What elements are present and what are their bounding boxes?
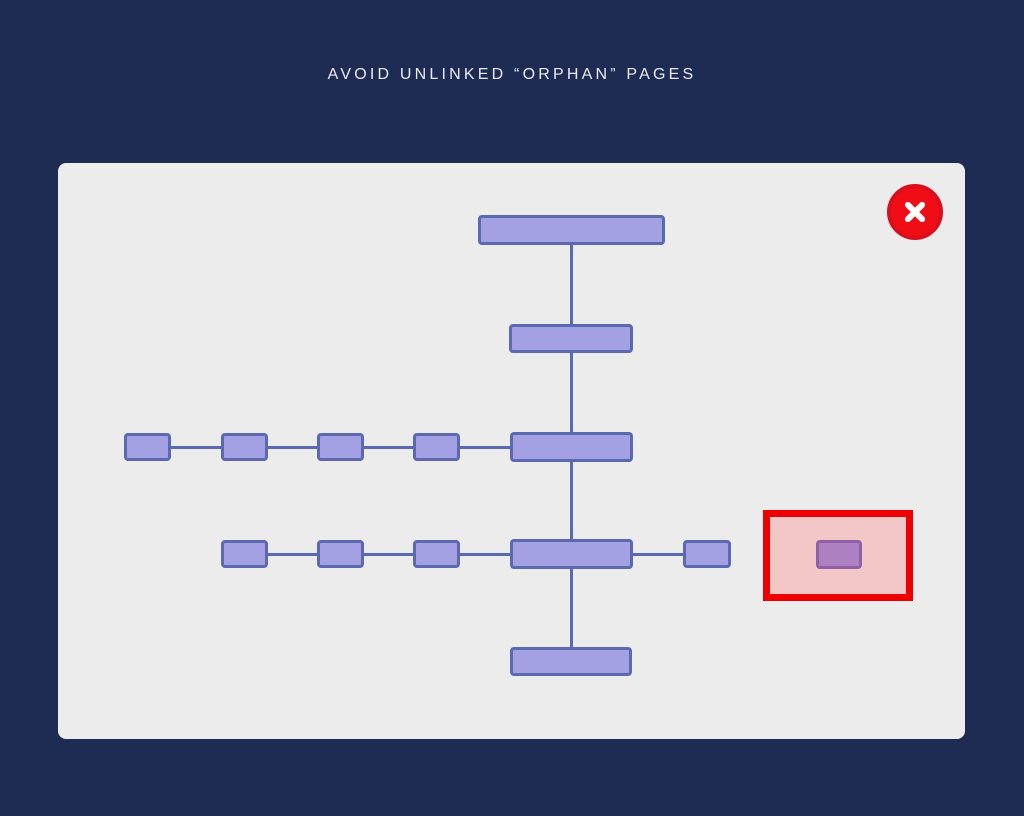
sitemap-node-row4-leaf-2 [317, 540, 364, 568]
close-icon [891, 188, 939, 236]
sitemap-diagram [58, 163, 965, 739]
connector-line [571, 552, 707, 556]
sitemap-node-level2 [509, 324, 633, 353]
sitemap-node-row3-leaf-4 [413, 433, 460, 461]
sitemap-node-row3-leaf-3 [317, 433, 364, 461]
sitemap-node-row4-leaf-right [683, 540, 731, 568]
sitemap-node-row3-leaf-2 [221, 433, 268, 461]
close-button[interactable] [887, 184, 943, 240]
page-title: AVOID UNLINKED “ORPHAN” PAGES [327, 66, 697, 83]
sitemap-node-home [478, 215, 665, 245]
connector-line [244, 552, 571, 556]
orphan-highlight-box [763, 510, 913, 601]
sitemap-node-row4-hub [510, 539, 633, 569]
sitemap-panel [58, 163, 965, 739]
sitemap-node-row4-leaf-3 [413, 540, 460, 568]
sitemap-node-row3-leaf-1 [124, 433, 171, 461]
sitemap-node-row4-leaf-1 [221, 540, 268, 568]
sitemap-node-row3-hub [510, 432, 633, 462]
sitemap-node-bottom [510, 647, 632, 676]
orphan-page-node [816, 540, 862, 569]
